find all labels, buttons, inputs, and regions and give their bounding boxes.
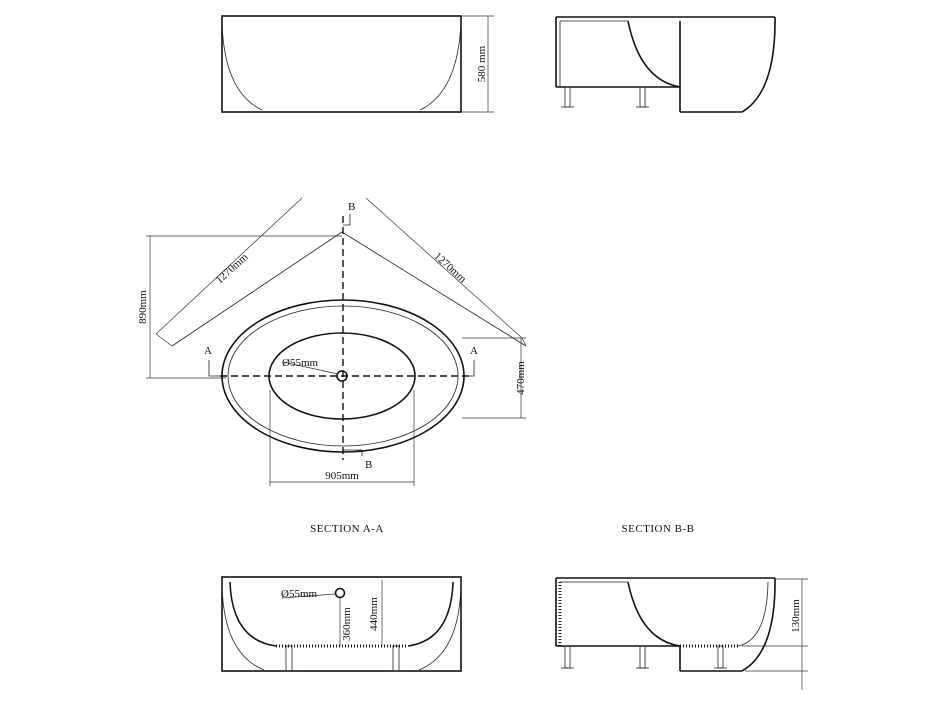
drain-diameter-plan-label: Ø55mm	[282, 357, 319, 369]
width-470-label: 470mm	[515, 361, 527, 395]
drain-circle	[336, 370, 348, 382]
front-elevation-view: 580 mm	[221, 15, 494, 113]
side-1270-right-label: 1270mm	[431, 250, 468, 285]
cut-a-left-label: A	[204, 345, 212, 357]
height-440-label: 440mm	[368, 597, 380, 631]
drain-diameter-section-label: Ø55mm	[281, 588, 318, 600]
cut-b-top-label: B	[348, 201, 355, 213]
side-1270-left-label: 1270mm	[213, 251, 250, 286]
section-aa-title: SECTION A-A	[310, 523, 384, 535]
cut-b-bottom-label: B	[365, 459, 372, 471]
plan-view: 1270mm 1270mm 890mm Ø55mm B B A A 470mm	[137, 197, 527, 486]
section-bb-view: 130mm	[555, 577, 808, 690]
depth-890-label: 890mm	[137, 290, 149, 324]
length-905-label: 905mm	[325, 470, 359, 482]
height-580-label: 580 mm	[476, 45, 488, 82]
cut-a-right-label: A	[470, 345, 478, 357]
drain-section-circle	[334, 587, 346, 599]
side-elevation-view	[555, 16, 776, 113]
section-aa-view: Ø55mm 360mm 440mm	[221, 576, 462, 672]
section-bb-title: SECTION B-B	[621, 523, 694, 535]
height-360-label: 360mm	[341, 607, 353, 641]
height-130-label: 130mm	[790, 599, 802, 633]
